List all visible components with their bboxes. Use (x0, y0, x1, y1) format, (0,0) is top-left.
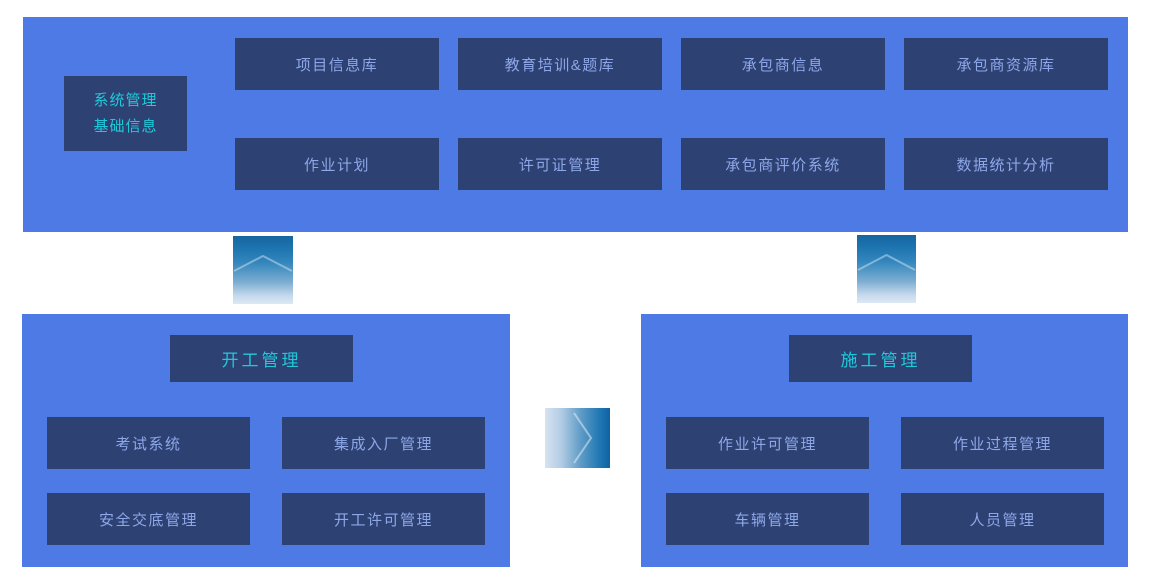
node-data-statistics-analysis: 数据统计分析 (904, 138, 1108, 190)
node-work-plan: 作业计划 (235, 138, 439, 190)
node-safety-briefing-management: 安全交底管理 (47, 493, 250, 545)
node-work-permit-management: 作业许可管理 (666, 417, 869, 469)
right-panel-row2: 车辆管理 人员管理 (666, 493, 1104, 545)
left-panel-row2: 安全交底管理 开工许可管理 (47, 493, 485, 545)
node-vehicle-management: 车辆管理 (666, 493, 869, 545)
node-contractor-evaluation-system: 承包商评价系统 (681, 138, 885, 190)
node-work-process-management: 作业过程管理 (901, 417, 1104, 469)
top-panel-row2: 作业计划 许可证管理 承包商评价系统 数据统计分析 (235, 138, 1108, 190)
node-exam-system: 考试系统 (47, 417, 250, 469)
node-start-work-permit-management: 开工许可管理 (282, 493, 485, 545)
left-panel-start-work-management: 开工管理 考试系统 集成入厂管理 安全交底管理 开工许可管理 (22, 314, 510, 567)
start-work-management-title: 开工管理 (170, 335, 353, 382)
left-panel-row1: 考试系统 集成入厂管理 (47, 417, 485, 469)
node-project-info-db: 项目信息库 (235, 38, 439, 90)
top-panel-row1: 项目信息库 教育培训&题库 承包商信息 承包商资源库 (235, 38, 1108, 90)
right-panel-construction-management: 施工管理 作业许可管理 作业过程管理 车辆管理 人员管理 (641, 314, 1128, 567)
node-license-management: 许可证管理 (458, 138, 662, 190)
node-contractor-resource-db: 承包商资源库 (904, 38, 1108, 90)
node-integrated-entry-management: 集成入厂管理 (282, 417, 485, 469)
right-arrow-icon (545, 408, 610, 468)
node-personnel-management: 人员管理 (901, 493, 1104, 545)
system-management-label-line1: 系统管理 (93, 91, 158, 109)
construction-management-title: 施工管理 (789, 335, 972, 382)
system-management-label: 系统管理 基础信息 (64, 76, 187, 151)
up-arrow-icon (233, 236, 293, 304)
up-arrow-icon (857, 235, 916, 303)
node-education-training-question-bank: 教育培训&题库 (458, 38, 662, 90)
right-panel-row1: 作业许可管理 作业过程管理 (666, 417, 1104, 469)
top-panel-system-management: 系统管理 基础信息 项目信息库 教育培训&题库 承包商信息 承包商资源库 作业计… (23, 17, 1128, 232)
system-management-label-line2: 基础信息 (93, 117, 158, 135)
node-contractor-info: 承包商信息 (681, 38, 885, 90)
